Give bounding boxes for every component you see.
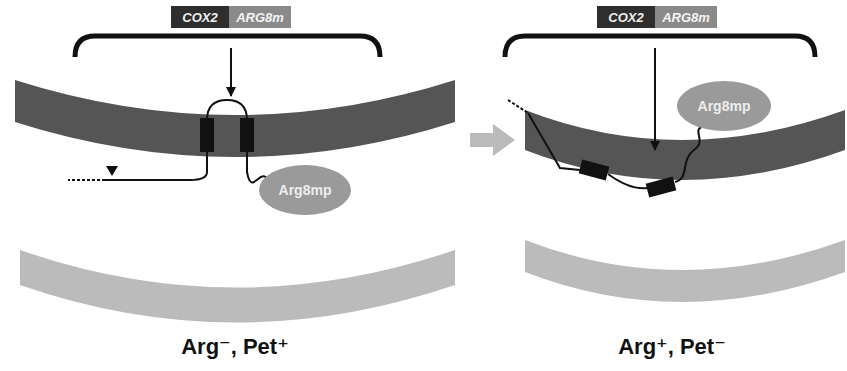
gene-bracket bbox=[75, 36, 380, 57]
protein-label: Arg8mp bbox=[279, 182, 332, 198]
outer-membrane bbox=[20, 250, 455, 323]
gene-segment: ARG8m bbox=[655, 6, 717, 28]
phenotype-label: Arg⁻, Pet⁺ bbox=[181, 334, 289, 360]
protein-chain bbox=[608, 174, 647, 188]
transmembrane-segment bbox=[579, 160, 610, 181]
cleavage-site bbox=[106, 166, 118, 176]
gene-bracket bbox=[505, 36, 815, 57]
gene-segment: COX2 bbox=[597, 6, 655, 28]
protein-domain: Arg8mp bbox=[676, 80, 772, 132]
transmembrane-segment bbox=[200, 118, 214, 152]
inner-membrane bbox=[15, 80, 455, 157]
protein-chain bbox=[105, 152, 207, 180]
transmembrane-segment bbox=[240, 118, 254, 152]
ellipse-fill bbox=[259, 165, 351, 215]
arrow bbox=[654, 48, 656, 150]
arrow bbox=[230, 48, 232, 96]
gene-segment: ARG8m bbox=[229, 6, 291, 28]
phenotype-label: Arg⁺, Pet⁻ bbox=[618, 334, 726, 360]
gene-label: ARG8m bbox=[662, 10, 710, 25]
transmembrane-segment bbox=[646, 177, 677, 198]
gene-segment: COX2 bbox=[171, 6, 229, 28]
protein-loop bbox=[207, 100, 247, 120]
outer-membrane bbox=[525, 240, 845, 302]
gene-label: COX2 bbox=[182, 10, 217, 25]
protein-chain bbox=[675, 126, 704, 182]
protein-chain bbox=[528, 113, 580, 170]
protein-label: Arg8mp bbox=[698, 98, 751, 114]
ellipse-fill bbox=[677, 81, 771, 131]
transition-arrow bbox=[470, 124, 515, 156]
gene-label: ARG8m bbox=[236, 10, 284, 25]
protein-domain: Arg8mp bbox=[258, 164, 352, 216]
leader bbox=[508, 100, 528, 113]
cleaved-leader bbox=[68, 179, 105, 181]
gene-label: COX2 bbox=[608, 10, 643, 25]
